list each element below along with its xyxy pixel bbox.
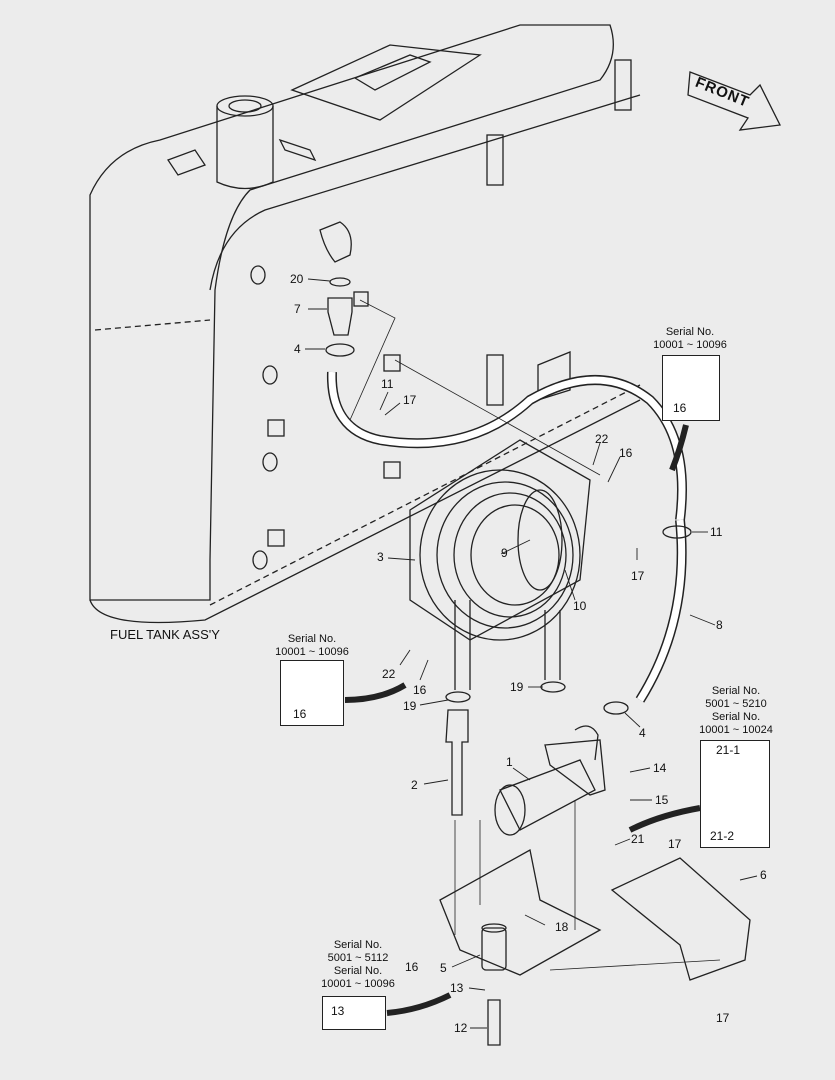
clamp-4 [325, 343, 355, 357]
callout: 15 [655, 793, 669, 807]
serial-note-d-line3: Serial No. [333, 965, 383, 977]
serial-note-b-line2: 10001 ~ 10096 [275, 646, 349, 658]
bracket-6 [610, 857, 751, 981]
callout: 19 [510, 680, 524, 694]
detail-d-part: 13 [331, 1004, 345, 1018]
detail-box-d [322, 996, 386, 1030]
detail-b-part: 16 [293, 707, 307, 721]
callout: 12 [454, 1021, 468, 1035]
detail-a-part: 16 [673, 401, 687, 415]
callout: 10 [573, 599, 587, 613]
top-plate [290, 44, 482, 121]
callout: 5 [440, 961, 447, 975]
adapter-7 [327, 297, 353, 336]
callout: 17 [716, 1011, 730, 1025]
callout: 14 [653, 761, 667, 775]
serial-note-a: Serial No. 10001 ~ 10096 [650, 326, 730, 352]
callout: 17 [631, 569, 645, 583]
hose-2 [445, 709, 469, 816]
serial-note-d-line1: Serial No. [333, 939, 383, 951]
callout: 9 [501, 546, 508, 560]
clamp-11 [662, 525, 692, 539]
diagram-title: FUEL TANK ASS'Y [110, 627, 220, 642]
detail-c-part2: 21-2 [710, 829, 735, 843]
front-arrow [687, 71, 781, 131]
filler-neck [216, 106, 274, 190]
fuel-tank-edge [94, 319, 641, 606]
callout: 2 [411, 778, 418, 792]
callout: 20 [290, 272, 304, 286]
serial-note-b-line1: Serial No. [287, 633, 337, 645]
callout: 11 [381, 377, 394, 391]
fuel-tank-body [89, 24, 614, 601]
cooler-bracket [409, 439, 591, 641]
detail-box-b [280, 660, 344, 726]
callout: 16 [619, 446, 633, 460]
callout: 17 [403, 393, 417, 407]
pipe-12 [487, 999, 501, 1046]
serial-note-b: Serial No. 10001 ~ 10096 [270, 633, 354, 659]
callout: 8 [716, 618, 723, 632]
callout: 21 [631, 832, 645, 846]
callout: 4 [294, 342, 301, 356]
detail-box-c [700, 740, 770, 848]
serial-note-c-line4: 10001 ~ 10024 [699, 724, 773, 736]
serial-note-d-line4: 10001 ~ 10096 [321, 978, 395, 990]
serial-note-d: Serial No. 5001 ~ 5112 Serial No. 10001 … [315, 939, 401, 991]
o-ring-20 [329, 277, 351, 287]
callout: 1 [506, 755, 513, 769]
callout: 6 [760, 868, 767, 882]
callout: 13 [450, 981, 464, 995]
callout: 17 [668, 837, 682, 851]
callout: 16 [413, 683, 427, 697]
callout: 22 [382, 667, 396, 681]
callout: 11 [710, 525, 723, 539]
detail-box-a [662, 355, 720, 421]
serial-note-c: Serial No. 5001 ~ 5210 Serial No. 10001 … [694, 685, 778, 737]
mounting-plate-18 [439, 848, 602, 976]
fuel-tank-side [209, 94, 641, 291]
elbow-fitting [319, 221, 352, 263]
cooler-coil [419, 469, 581, 641]
callout: 19 [403, 699, 417, 713]
serial-note-a-line2: 10001 ~ 10096 [653, 339, 727, 351]
serial-note-d-line2: 5001 ~ 5112 [327, 952, 389, 964]
callout: 22 [595, 432, 609, 446]
fuel-filter-1 [494, 725, 606, 836]
callout: 18 [555, 920, 569, 934]
callout: 16 [405, 960, 419, 974]
serial-note-a-line1: Serial No. [665, 326, 715, 338]
serial-note-c-line3: Serial No. [711, 711, 761, 723]
detail-c-part1: 21-1 [716, 743, 741, 757]
callout: 4 [639, 726, 646, 740]
serial-note-c-line2: 5001 ~ 5210 [705, 698, 767, 710]
callout: 3 [377, 550, 384, 564]
serial-note-c-line1: Serial No. [711, 685, 761, 697]
callout: 7 [294, 302, 301, 316]
fuel-tank-base [89, 399, 641, 624]
pump-5 [481, 927, 507, 971]
